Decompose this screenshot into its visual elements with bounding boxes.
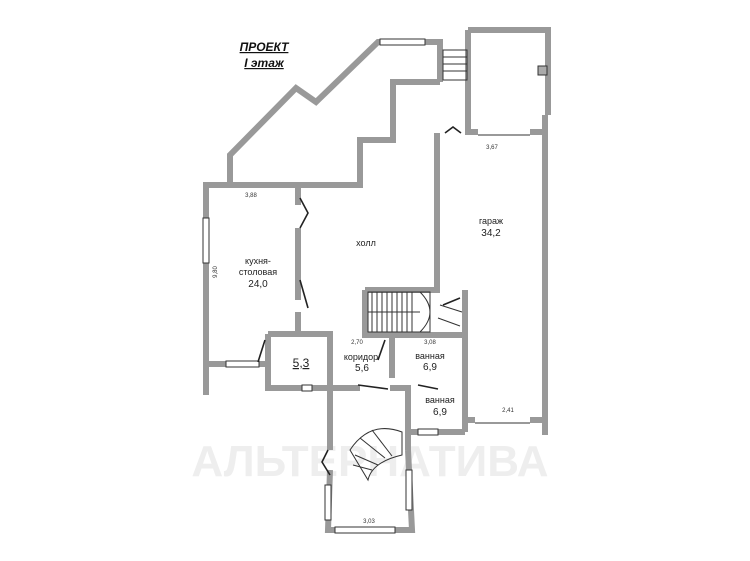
dim-tower-bottom: 3,03 — [363, 519, 375, 525]
plan-title: ПРОЕКТ — [240, 40, 290, 54]
kitchen-name: кухня- — [245, 256, 271, 266]
corridor-area: 5,6 — [355, 363, 369, 374]
bath2-name: ванная — [425, 395, 455, 405]
dim-corridor: 2,70 — [351, 340, 363, 346]
dim-kitchen-top: 3,88 — [245, 193, 257, 199]
garage-area: 34,2 — [481, 228, 501, 239]
stairs — [349, 49, 468, 482]
bath1-name: ванная — [415, 351, 445, 361]
garage-name: гараж — [479, 216, 503, 226]
column — [537, 65, 548, 76]
storage-area: 5,3 — [293, 356, 310, 370]
corridor-name: коридор — [344, 352, 378, 362]
dim-bath: 3,08 — [424, 340, 436, 346]
bath1-area: 6,9 — [423, 362, 437, 373]
hall-name: холл — [356, 238, 376, 248]
dim-garage-top: 3,67 — [486, 145, 498, 151]
dim-kitchen-side: 9,80 — [213, 266, 219, 278]
bath2-area: 6,9 — [433, 407, 447, 418]
dim-garage-bottom: 2,41 — [502, 408, 514, 414]
kitchen-name-2: столовая — [239, 267, 277, 277]
kitchen-area: 24,0 — [248, 279, 268, 290]
floor-label: I этаж — [244, 56, 285, 70]
doors — [257, 126, 462, 476]
windows — [202, 38, 439, 534]
